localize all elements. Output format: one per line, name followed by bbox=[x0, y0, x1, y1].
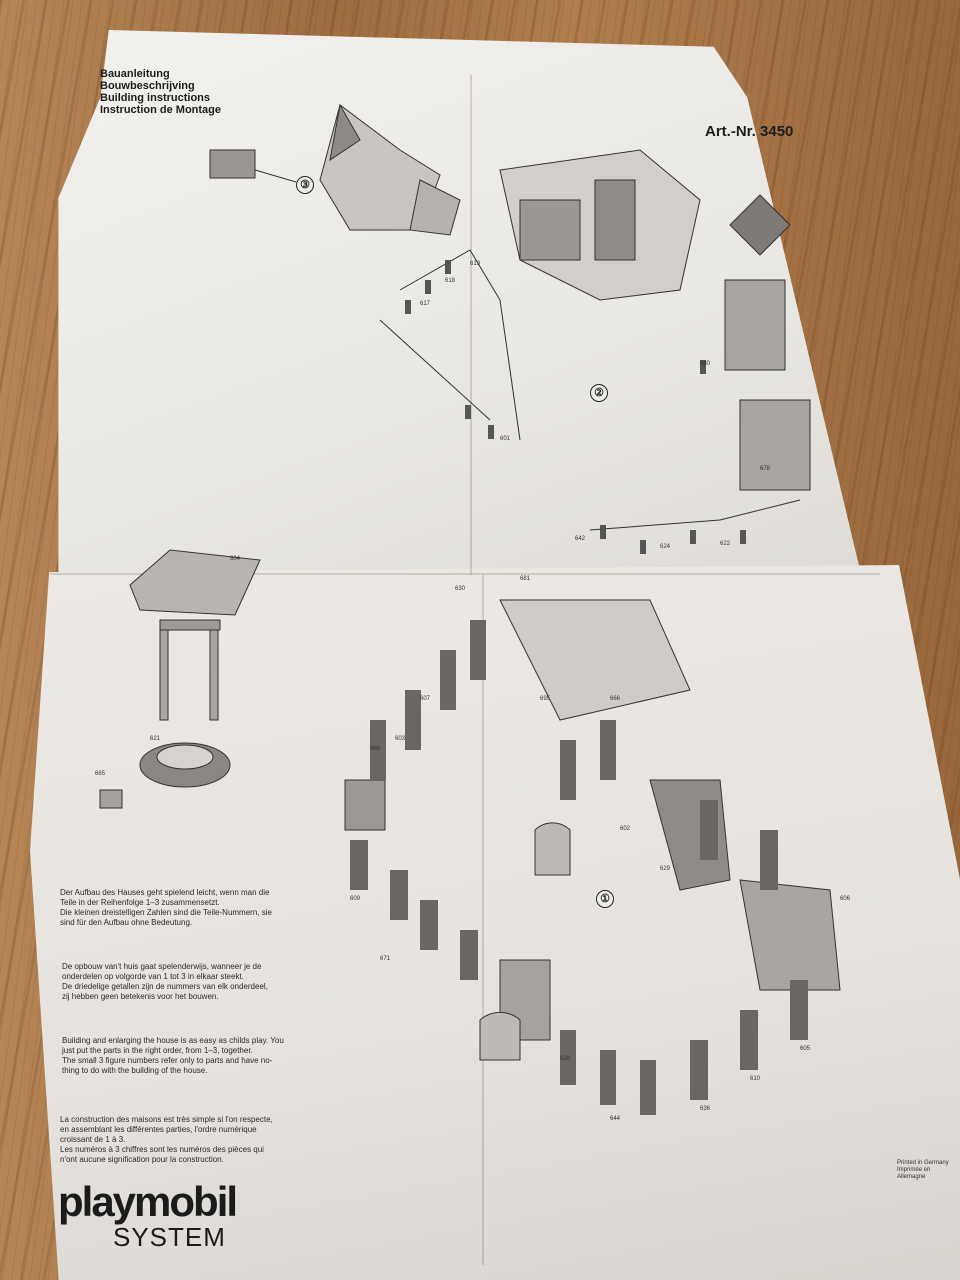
instructions-english: Building and enlarging the house is as e… bbox=[62, 1036, 307, 1076]
part-number-label: 609 bbox=[350, 896, 361, 902]
part-number-label: 601 bbox=[500, 436, 511, 442]
part-number-label: 695 bbox=[540, 696, 551, 702]
part-number-label: 629 bbox=[660, 866, 671, 872]
part-number-label: 644 bbox=[610, 1116, 621, 1122]
part-number-label: 628 bbox=[560, 1056, 571, 1062]
part-number-label: 630 bbox=[455, 586, 466, 592]
part-number-label: 621 bbox=[150, 736, 161, 742]
text-fr-line: en assemblant les différentes parties, l… bbox=[60, 1125, 257, 1134]
text-fr-line: La construction des maisons est très sim… bbox=[60, 1115, 273, 1124]
instructions-dutch: De opbouw van't huis gaat spelenderwijs,… bbox=[62, 962, 302, 1002]
wall-segments-ground bbox=[350, 620, 808, 1115]
part-number-label: 681 bbox=[520, 576, 531, 582]
part-number-label: 618 bbox=[445, 278, 456, 284]
text-de-line: Die kleinen dreistelligen Zahlen sind di… bbox=[60, 908, 272, 917]
title-block: Bauanleitung Bouwbeschrijving Building i… bbox=[100, 68, 221, 116]
part-number-label: 642 bbox=[575, 536, 586, 542]
title-fr: Instruction de Montage bbox=[100, 104, 221, 116]
well-diagram bbox=[99, 549, 261, 809]
part-number-label: 617 bbox=[420, 301, 431, 307]
title-nl: Bouwbeschrijving bbox=[100, 80, 195, 92]
text-de-line: Teile in der Reihenfolge 1–3 zusammenset… bbox=[60, 898, 220, 907]
part-number-label: 678 bbox=[760, 466, 771, 472]
text-nl-line: De driedelige getallen zijn de nummers v… bbox=[62, 982, 268, 991]
text-fr-line: n'ont aucune signification pour la const… bbox=[60, 1155, 224, 1164]
roof-assembly-diagram bbox=[209, 103, 461, 236]
text-nl-line: zij hebben geen betekenis voor het bouwe… bbox=[62, 992, 219, 1001]
text-nl-line: De opbouw van't huis gaat spelenderwijs,… bbox=[62, 962, 262, 971]
part-number-label: 624 bbox=[660, 544, 671, 550]
part-number-label: 604 bbox=[230, 556, 241, 562]
text-nl-line: onderdelen op volgorde van 1 tot 3 in el… bbox=[62, 972, 244, 981]
text-de-line: Der Aufbau des Hauses geht spielend leic… bbox=[60, 888, 270, 897]
fold-line-bottom bbox=[482, 575, 484, 1265]
printed-fr: Imprimée en Allemagne bbox=[897, 1167, 931, 1180]
text-de-line: sind für den Aufbau ohne Bedeutung. bbox=[60, 918, 193, 927]
step-marker-1: ① bbox=[596, 890, 614, 908]
text-en-line: just put the parts in the right order, f… bbox=[62, 1046, 253, 1055]
part-number-label: 602 bbox=[620, 826, 631, 832]
title-de: Bauanleitung bbox=[100, 68, 170, 80]
part-number-label: 665 bbox=[95, 771, 106, 777]
printed-en: Printed in Germany bbox=[897, 1160, 949, 1166]
article-number: Art.-Nr. 3450 bbox=[705, 123, 794, 140]
part-number-label: 622 bbox=[720, 541, 731, 547]
brand-name: playmobil bbox=[58, 1178, 238, 1225]
text-en-line: Building and enlarging the house is as e… bbox=[62, 1036, 284, 1045]
text-fr-line: croissant de 1 à 3. bbox=[60, 1135, 126, 1144]
part-number-label: 671 bbox=[380, 956, 391, 962]
instructions-french: La construction des maisons est très sim… bbox=[60, 1115, 305, 1165]
part-number-label: 666 bbox=[610, 696, 621, 702]
text-en-line: The small 3 figure numbers refer only to… bbox=[62, 1056, 273, 1065]
part-number-label: 668 bbox=[370, 746, 381, 752]
text-en-line: thing to do with the building of the hou… bbox=[62, 1066, 208, 1075]
part-number-label: 605 bbox=[800, 1046, 811, 1052]
part-number-label: 619 bbox=[470, 261, 481, 267]
part-number-label: 636 bbox=[700, 1106, 711, 1112]
part-number-label: 603 bbox=[395, 736, 406, 742]
part-number-label: 610 bbox=[750, 1076, 761, 1082]
step-marker-3: ③ bbox=[296, 176, 314, 194]
title-en: Building instructions bbox=[100, 92, 210, 104]
ground-floor-diagram bbox=[344, 599, 841, 1061]
printed-in-germany: Printed in Germany Imprimée en Allemagne bbox=[897, 1160, 960, 1181]
instructions-german: Der Aufbau des Hauses geht spielend leic… bbox=[60, 888, 300, 928]
part-number-label: 606 bbox=[840, 896, 851, 902]
upper-floor-diagram bbox=[379, 149, 811, 531]
part-number-label: 607 bbox=[420, 696, 431, 702]
text-fr-line: Les numéros à 3 chiffres sont les numéro… bbox=[60, 1145, 264, 1154]
brand-system: SYSTEM bbox=[113, 1222, 226, 1252]
step-marker-2: ② bbox=[590, 384, 608, 402]
part-number-label: 680 bbox=[700, 361, 711, 367]
wall-segments-upper bbox=[405, 260, 746, 554]
fold-line-top bbox=[470, 75, 472, 575]
playmobil-logo: playmobil SYSTEM bbox=[58, 1178, 238, 1252]
fold-line-horizontal bbox=[50, 573, 880, 575]
